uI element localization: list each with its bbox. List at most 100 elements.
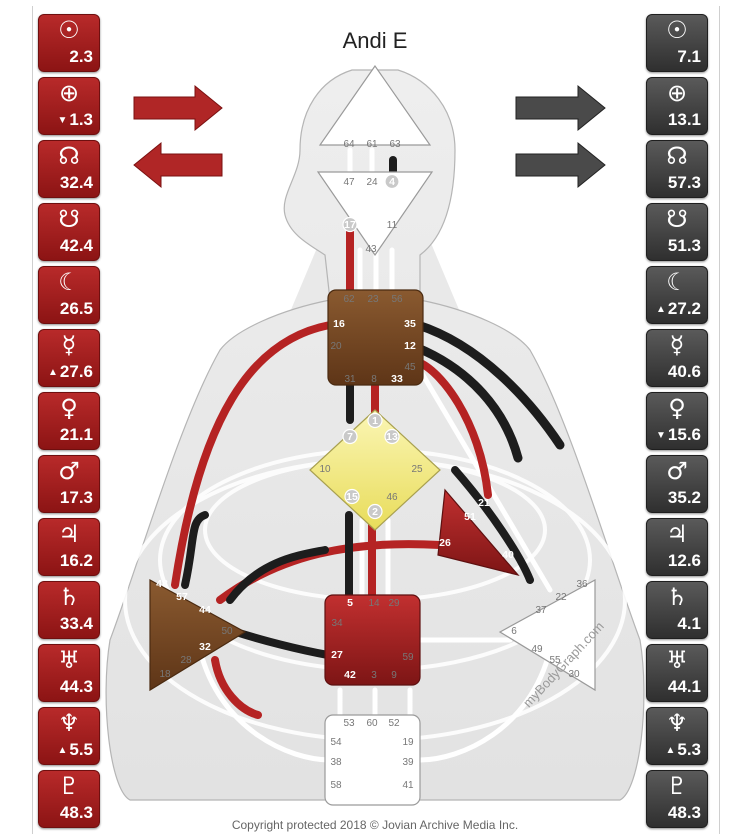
mars-icon: ♂	[58, 457, 80, 485]
gate-39[interactable]: 39	[402, 757, 414, 768]
design-neptune-tile[interactable]: ♆▲5.5	[38, 707, 100, 765]
gate-63[interactable]: 63	[389, 139, 401, 150]
gate-37[interactable]: 37	[535, 605, 547, 616]
personality-mars-tile[interactable]: ♂35.2	[646, 455, 708, 513]
design-south-node-tile[interactable]: ☋42.4	[38, 203, 100, 261]
gate-51[interactable]: 51	[464, 511, 476, 523]
gate-45[interactable]: 45	[404, 362, 416, 373]
gate-5[interactable]: 5	[347, 597, 353, 609]
gate-54[interactable]: 54	[330, 737, 342, 748]
gate-11[interactable]: 11	[387, 220, 398, 231]
personality-earth-tile[interactable]: ⊕13.1	[646, 77, 708, 135]
gate-7[interactable]: 7	[347, 431, 353, 443]
personality-south-node-tile[interactable]: ☋51.3	[646, 203, 708, 261]
design-earth-tile[interactable]: ⊕▼1.3	[38, 77, 100, 135]
gate-29[interactable]: 29	[388, 598, 400, 609]
gate-36[interactable]: 36	[576, 579, 588, 590]
gate-33[interactable]: 33	[391, 373, 403, 385]
gate-14[interactable]: 14	[368, 598, 380, 609]
gate-25[interactable]: 25	[411, 464, 423, 475]
gate-23[interactable]: 23	[367, 294, 379, 305]
design-saturn-tile[interactable]: ♄33.4	[38, 581, 100, 639]
gate-56[interactable]: 56	[391, 294, 403, 305]
gate-34[interactable]: 34	[331, 618, 343, 629]
gate-13[interactable]: 13	[386, 431, 398, 443]
gate-46[interactable]: 46	[386, 492, 398, 503]
gate-26[interactable]: 26	[439, 537, 451, 549]
gate-3[interactable]: 3	[371, 670, 377, 681]
gate-28[interactable]: 28	[180, 655, 192, 666]
personality-mercury-tile[interactable]: ☿40.6	[646, 329, 708, 387]
gate-40[interactable]: 40	[502, 549, 514, 561]
personality-north-node-tile[interactable]: ☊57.3	[646, 140, 708, 198]
gate-activation-icon	[344, 488, 360, 505]
gate-48[interactable]: 48	[156, 578, 168, 590]
gate-18[interactable]: 18	[159, 669, 171, 680]
gate-20[interactable]: 20	[330, 341, 342, 352]
gate-21[interactable]: 21	[478, 497, 490, 509]
gate-35[interactable]: 35	[404, 318, 416, 330]
personality-jupiter-tile[interactable]: ♃12.6	[646, 518, 708, 576]
personality-neptune-tile[interactable]: ♆▲5.3	[646, 707, 708, 765]
design-mars-tile[interactable]: ♂17.3	[38, 455, 100, 513]
design-uranus-tile[interactable]: ♅44.3	[38, 644, 100, 702]
gate-61[interactable]: 61	[366, 139, 378, 150]
gate-42[interactable]: 42	[344, 669, 356, 681]
gate-16[interactable]: 16	[333, 318, 345, 330]
gate-62[interactable]: 62	[343, 294, 355, 305]
gate-activation-icon	[367, 503, 383, 520]
personality-saturn-tile[interactable]: ♄4.1	[646, 581, 708, 639]
gate-59[interactable]: 59	[402, 652, 414, 663]
design-mercury-tile[interactable]: ☿▲27.6	[38, 329, 100, 387]
gate-49[interactable]: 49	[531, 644, 543, 655]
gate-10[interactable]: 10	[319, 464, 331, 475]
gate-24[interactable]: 24	[366, 177, 378, 188]
gate-8[interactable]: 8	[371, 374, 377, 385]
design-north-node-tile[interactable]: ☊32.4	[38, 140, 100, 198]
gate-52[interactable]: 52	[388, 718, 400, 729]
gate-55[interactable]: 55	[549, 655, 561, 666]
gate-12[interactable]: 12	[404, 340, 416, 352]
gate-19[interactable]: 19	[402, 737, 414, 748]
gate-60[interactable]: 60	[366, 718, 378, 729]
gate-line-value: 16.2	[59, 551, 93, 570]
personality-uranus-tile[interactable]: ♅44.1	[646, 644, 708, 702]
jupiter-icon: ♃	[666, 520, 688, 548]
gate-17[interactable]: 17	[344, 219, 356, 231]
gate-41[interactable]: 41	[402, 780, 414, 791]
gate-2[interactable]: 2	[372, 506, 378, 518]
gate-64[interactable]: 64	[343, 139, 355, 150]
gate-line-value: ▲5.5	[57, 740, 93, 759]
gate-27[interactable]: 27	[331, 649, 343, 661]
design-pluto-tile[interactable]: ♇48.3	[38, 770, 100, 828]
personality-moon-tile[interactable]: ☾▲27.2	[646, 266, 708, 324]
gate-31[interactable]: 31	[344, 374, 356, 385]
gate-22[interactable]: 22	[555, 592, 567, 603]
gate-58[interactable]: 58	[330, 780, 342, 791]
gate-44[interactable]: 44	[199, 604, 211, 616]
personality-pluto-tile[interactable]: ♇48.3	[646, 770, 708, 828]
gate-43[interactable]: 43	[365, 244, 377, 255]
gate-50[interactable]: 50	[221, 626, 233, 637]
gate-47[interactable]: 47	[343, 177, 355, 188]
gate-4[interactable]: 4	[389, 176, 395, 188]
gate-1[interactable]: 1	[372, 415, 378, 427]
gate-53[interactable]: 53	[343, 718, 355, 729]
personality-venus-tile[interactable]: ♀▼15.6	[646, 392, 708, 450]
personality-sun-tile[interactable]: ☉7.1	[646, 14, 708, 72]
design-jupiter-tile[interactable]: ♃16.2	[38, 518, 100, 576]
gate-15[interactable]: 15	[346, 491, 358, 503]
gate-30[interactable]: 30	[568, 669, 580, 680]
gate-9[interactable]: 9	[391, 670, 397, 681]
design-venus-tile[interactable]: ♀21.1	[38, 392, 100, 450]
spleen-center	[149, 578, 247, 692]
gate-32[interactable]: 32	[199, 641, 211, 653]
gate-activation-icon	[384, 173, 400, 190]
design-sun-tile[interactable]: ☉2.3	[38, 14, 100, 72]
gate-57[interactable]: 57	[176, 591, 188, 603]
design-moon-tile[interactable]: ☾26.5	[38, 266, 100, 324]
venus-icon: ♀	[668, 394, 686, 422]
gate-6[interactable]: 6	[511, 626, 517, 637]
gate-38[interactable]: 38	[330, 757, 342, 768]
